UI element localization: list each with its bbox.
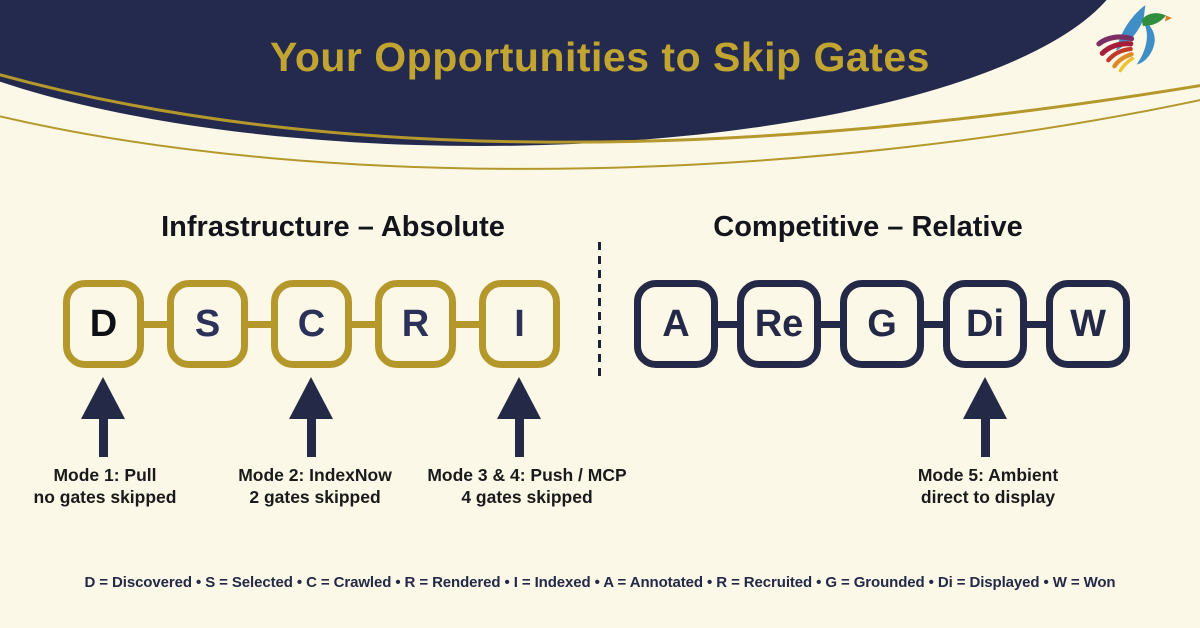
gate-box-rendered: R [375,280,456,368]
chain-competitive: A Re G Di W [634,280,1130,368]
mode-label-line1: Mode 2: IndexNow [238,465,392,485]
gate-box-crawled: C [271,280,352,368]
arrow-head [497,377,541,419]
gate-letter: G [867,302,897,345]
gate-box-indexed: I [479,280,560,368]
gate-box-won: W [1046,280,1130,368]
mode-label-line2: 4 gates skipped [461,487,593,507]
gate-letter: Di [966,302,1004,345]
mode-label-line1: Mode 1: Pull [53,465,157,485]
chain-connector [456,320,479,328]
gate-letter: Re [754,302,804,345]
chain-connector [144,320,167,328]
chain-infrastructure: D S C R I [63,280,560,368]
page-title: Your Opportunities to Skip Gates [270,34,930,80]
gate-box-recruited: Re [737,280,821,368]
gate-letter: A [662,302,690,345]
gate-box-annotated: A [634,280,718,368]
mode-label-line2: direct to display [920,487,1056,507]
arrow-stem [306,419,316,457]
chain-connector [924,320,943,328]
mode-label-line2: no gates skipped [33,487,177,507]
mode-label-line1: Mode 3 & 4: Push / MCP [427,465,627,485]
gate-box-grounded: G [840,280,924,368]
up-arrow-icon-mode3 [497,377,541,457]
gate-letter: S [194,302,221,345]
gate-box-selected: S [167,280,248,368]
mode-label-3: Mode 3 & 4: Push / MCP 4 gates skipped [427,464,626,508]
gate-box-discovered: D [63,280,144,368]
gold-swoosh-line-upper [0,73,1200,144]
chain-connector [1027,320,1046,328]
arrow-stem [980,419,990,457]
legend-text: D = Discovered • S = Selected • C = Craw… [84,574,1116,591]
gate-letter: I [514,302,525,345]
gate-letter: R [401,302,430,345]
arrow-head [81,377,125,419]
mode-label-1: Mode 1: Pull no gates skipped [34,464,177,508]
arrow-stem [514,419,524,457]
chain-connector [821,320,840,328]
mode-label-line1: Mode 5: Ambient [917,465,1059,485]
up-arrow-icon-mode2 [289,377,333,457]
chain-connector [248,320,271,328]
section-header-infrastructure: Infrastructure – Absolute [161,211,505,243]
bird-logo-icon [1096,5,1172,73]
up-arrow-icon-mode5 [963,377,1007,457]
chain-connector [718,320,737,328]
arrow-head [963,377,1007,419]
gate-letter: D [89,302,118,345]
header-banner [0,0,1200,170]
mode-label-2: Mode 2: IndexNow 2 gates skipped [238,464,392,508]
gold-swoosh-line-lower [0,99,1200,170]
mode-label-line2: 2 gates skipped [249,487,381,507]
section-header-competitive: Competitive – Relative [713,211,1023,243]
gate-letter: C [297,302,326,345]
mode-label-5: Mode 5: Ambient direct to display [918,464,1058,508]
section-divider [598,242,601,378]
up-arrow-icon-mode1 [81,377,125,457]
gate-letter: W [1070,302,1106,345]
gate-box-displayed: Di [943,280,1027,368]
header-ellipse [0,0,1107,146]
chain-connector [352,320,375,328]
arrow-stem [98,419,108,457]
arrow-head [289,377,333,419]
